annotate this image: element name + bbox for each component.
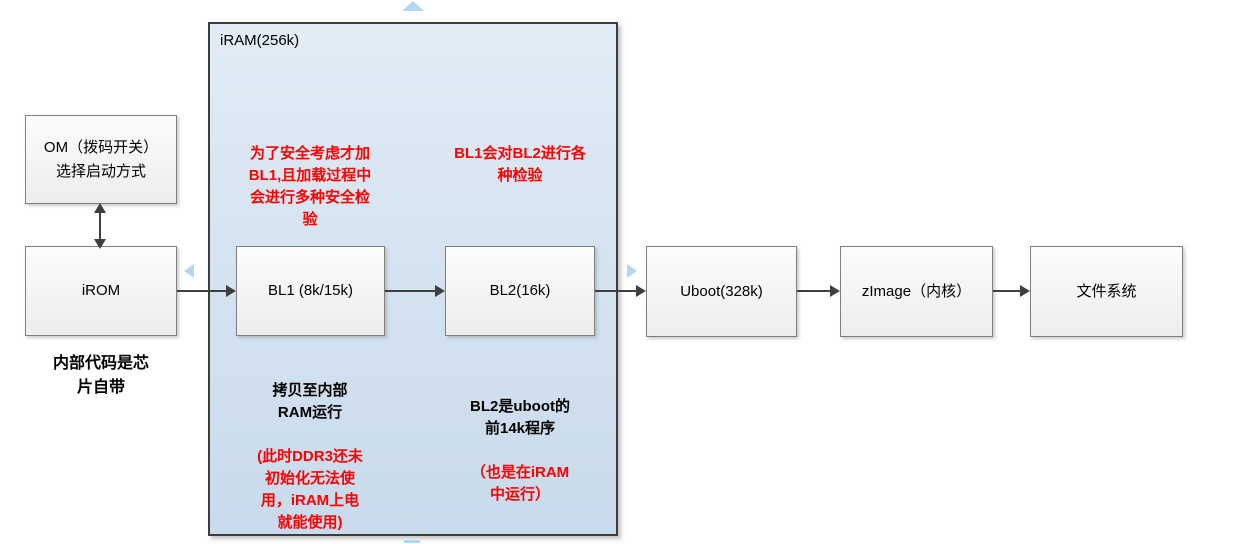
note-bl2-uboot: BL2是uboot的 前14k程序 （也是在iRAM 中运行）	[434, 374, 606, 528]
note-bl1-copy-black: 拷贝至内部 RAM运行	[272, 382, 348, 421]
note-irom-internal-code: 内部代码是芯 片自带	[52, 355, 149, 396]
node-uboot[interactable]: Uboot(328k)	[646, 246, 797, 337]
note-bl1-copy: 拷贝至内部 RAM运行 (此时DDR3还未 初始化无法使 用，iRAM上电 就能…	[224, 358, 396, 544]
connector-marker-left-icon[interactable]	[184, 264, 194, 278]
note-bl2-uboot-red: （也是在iRAM 中运行）	[470, 464, 570, 503]
note-bl2-check: BL1会对BL2进行各 种检验	[454, 145, 586, 184]
connector-marker-bottom-icon[interactable]	[404, 540, 420, 543]
note-bl1-copy-red: (此时DDR3还未 初始化无法使 用，iRAM上电 就能使用)	[257, 448, 363, 531]
iram-label: iRAM(256k)	[220, 32, 300, 49]
node-bl2[interactable]: BL2(16k)	[445, 246, 595, 336]
node-bl1[interactable]: BL1 (8k/15k)	[236, 246, 385, 336]
node-zimage[interactable]: zImage（内核）	[840, 246, 993, 337]
note-bl1-security: 为了安全考虑才加 BL1,且加载过程中 会进行多种安全检 验	[248, 145, 372, 228]
node-irom[interactable]: iROM	[25, 246, 177, 336]
node-filesystem[interactable]: 文件系统	[1030, 246, 1183, 337]
connector-marker-top-icon[interactable]	[402, 1, 424, 11]
note-bl2-uboot-black: BL2是uboot的 前14k程序	[470, 398, 570, 437]
connector-marker-right-icon[interactable]	[627, 264, 637, 278]
node-om[interactable]: OM（拨码开关） 选择启动方式	[25, 115, 177, 204]
